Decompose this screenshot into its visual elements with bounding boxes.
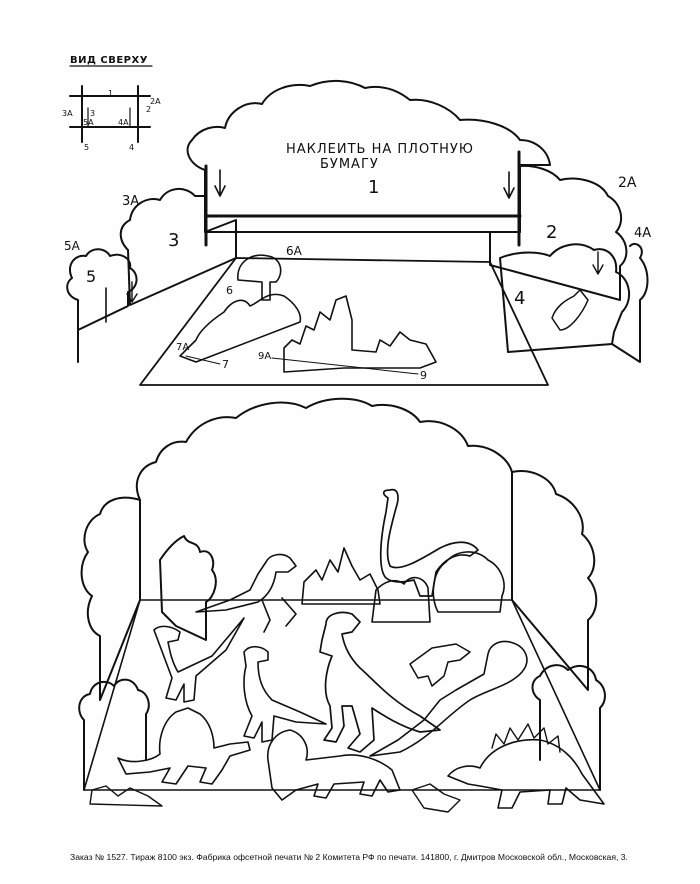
top-view-label-4a: 4А	[118, 118, 129, 127]
tree-cutout-right	[432, 551, 505, 613]
bush-cutout-back	[371, 576, 431, 623]
instruction-line-2: БУМАГУ	[320, 157, 379, 172]
label-4a: 4А	[634, 226, 651, 241]
scene-right-cloud	[511, 470, 598, 691]
label-7a: 7А	[176, 342, 189, 353]
label-4: 4	[514, 288, 525, 309]
standing-dinosaur-left	[153, 617, 245, 703]
part-4-cutout	[499, 243, 631, 353]
label-1: 1	[368, 177, 379, 198]
standing-dinosaur-middle	[243, 645, 327, 743]
rock-cutout-back	[301, 547, 381, 605]
instruction-line-1: НАКЛЕИТЬ НА ПЛОТНУЮ	[286, 142, 474, 157]
label-2a: 2А	[618, 175, 637, 191]
top-view-label-2a: 2А	[150, 97, 161, 106]
top-view-label-5: 5	[84, 143, 89, 152]
stegosaurus	[447, 738, 605, 809]
label-6: 6	[226, 284, 233, 297]
top-view-label-4: 4	[129, 143, 134, 152]
part-7-bush-cutout	[179, 293, 302, 363]
label-9: 9	[420, 369, 427, 382]
assembly-diagram: НАКЛЕИТЬ НА ПЛОТНУЮ БУМАГУ 1 2 2А 3 3А 4…	[64, 80, 651, 386]
label-6a: 6А	[286, 244, 303, 258]
right-panel-cloud	[489, 164, 628, 301]
scene-background-cloud	[135, 397, 513, 601]
top-view-title: ВИД СВЕРХУ	[70, 55, 148, 66]
label-7: 7	[222, 358, 229, 371]
top-view-label-2: 2	[146, 105, 151, 114]
left-panel-cloud	[119, 188, 237, 306]
scene-left-cloud	[80, 496, 141, 701]
label-5: 5	[86, 267, 96, 286]
top-view-label-3: 3	[90, 109, 95, 118]
part-9-rock-cutout	[283, 295, 437, 373]
trex-dinosaur	[319, 611, 441, 753]
pterodactyl	[409, 643, 471, 687]
part-5-cutout	[66, 248, 138, 363]
front-rock-right	[411, 783, 461, 813]
tree-cutout	[159, 535, 217, 641]
print-imprint-footer: Заказ № 1527. Тираж 8100 экз. Фабрика оф…	[70, 852, 628, 862]
scene-floor	[83, 599, 601, 791]
dinosaur-scene	[78, 397, 606, 813]
front-left-bush	[78, 678, 150, 791]
front-right-bush	[531, 664, 606, 791]
label-2: 2	[546, 222, 557, 243]
label-5a: 5А	[64, 239, 81, 253]
label-9a: 9А	[258, 351, 271, 362]
top-view-label-5a: 5А	[83, 118, 94, 127]
dimetrodon	[117, 707, 251, 785]
top-view-label-3a: 3А	[62, 109, 73, 118]
floor-plane	[139, 257, 549, 386]
label-3: 3	[168, 230, 179, 251]
label-3a: 3А	[122, 194, 139, 209]
long-neck-dinosaur	[379, 488, 479, 597]
back-panel-cloud	[186, 80, 551, 233]
sauropod-right	[369, 640, 528, 757]
part-6-tree-cutout	[237, 254, 282, 301]
front-rock-left	[89, 785, 163, 807]
raptor-dinosaur-top	[195, 553, 297, 633]
top-view-diagram: ВИД СВЕРХУ 1 2 3 2А 3А 4 4А 5 5А	[62, 55, 161, 152]
top-view-label-1: 1	[108, 89, 113, 98]
triceratops	[266, 729, 401, 801]
